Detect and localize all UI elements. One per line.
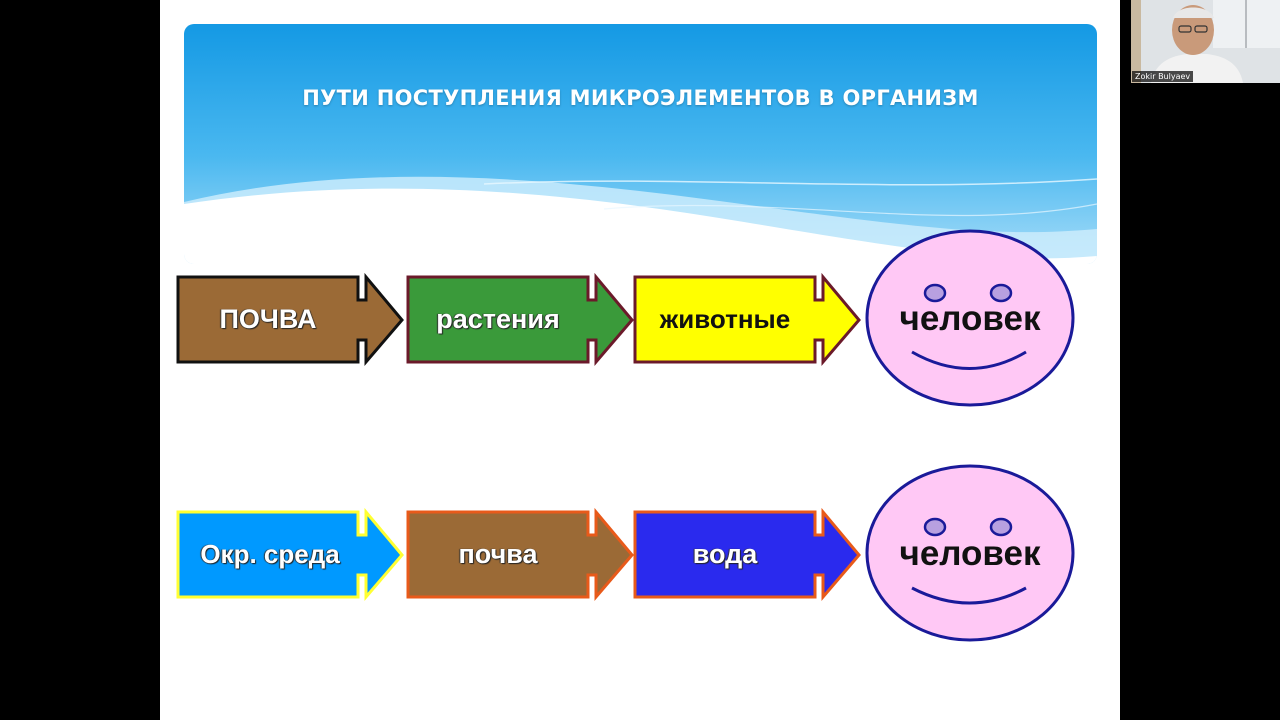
step-label-water: вода (692, 539, 758, 569)
title-banner: ПУТИ ПОСТУПЛЕНИЯ МИКРОЭЛЕМЕНТОВ В ОРГАНИ… (184, 24, 1097, 264)
face-eye (923, 517, 947, 537)
face-smile (911, 350, 1027, 370)
presentation-slide: ПУТИ ПОСТУПЛЕНИЯ МИКРОЭЛЕМЕНТОВ В ОРГАНИ… (160, 0, 1120, 720)
human-face-2 (865, 464, 1075, 642)
face-eye (989, 517, 1013, 537)
flow-row-1 (176, 229, 1075, 407)
flow-diagram (176, 229, 1075, 642)
step-label-plants: растения (436, 304, 560, 334)
step-label-soil-2: почва (458, 539, 538, 569)
step-label-environment: Окр. среда (200, 539, 340, 569)
face-eye (989, 283, 1013, 303)
step-box-environment (176, 507, 404, 602)
step-label-animals: животные (659, 304, 791, 334)
target-label-human-1: человек (899, 299, 1041, 338)
step-box-soil-2 (406, 507, 634, 602)
banner-background (184, 24, 1097, 264)
face-eye (923, 283, 947, 303)
face-circle (865, 229, 1075, 407)
target-label-human-2: человек (899, 534, 1041, 573)
participant-video-tile[interactable]: Zokir Bulyaev (1131, 0, 1280, 83)
step-label-soil: ПОЧВА (219, 304, 317, 334)
human-face-1 (865, 229, 1075, 407)
face-circle (865, 464, 1075, 642)
participant-video-feed (1131, 0, 1280, 83)
step-box-water (633, 507, 861, 602)
participant-name: Zokir Bulyaev (1132, 71, 1194, 82)
step-box-soil (176, 272, 404, 367)
face-smile (911, 586, 1027, 605)
flow-row-2 (176, 464, 1075, 642)
step-box-plants (406, 272, 634, 367)
slide-title: ПУТИ ПОСТУПЛЕНИЯ МИКРОЭЛЕМЕНТОВ В ОРГАНИ… (302, 86, 979, 110)
step-box-animals (633, 272, 861, 367)
